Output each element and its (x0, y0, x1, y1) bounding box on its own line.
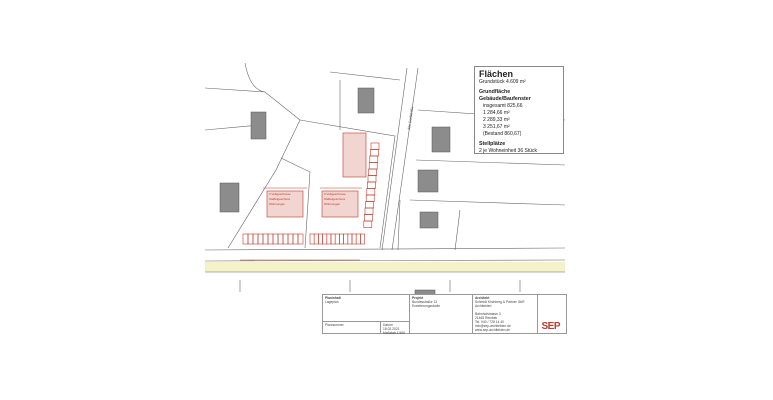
legend-parking-heading: Stellplätze (479, 141, 506, 147)
parking-stall (347, 233, 353, 245)
parking-stall (368, 162, 378, 170)
legend-item: (Bestand 860,67) (483, 131, 522, 137)
parking-stall (370, 149, 379, 157)
parking-stall (330, 233, 336, 245)
legend-parking-text: 2 je Wohneinheit 36 Stück (479, 148, 538, 154)
building-label: 3 Vollgeschosse (324, 192, 346, 196)
parking-stall (364, 207, 374, 215)
architect-line: www.sep-architekten.de (475, 328, 511, 333)
parking-stall (313, 233, 319, 245)
existing-building (357, 87, 375, 114)
project-line: Bundesstraße 13 (412, 300, 438, 305)
parking-stall (257, 233, 264, 245)
parking-stall (364, 214, 373, 222)
parking-stall (318, 233, 323, 245)
scale-value: 1:500 (396, 331, 406, 336)
existing-building (250, 111, 267, 140)
existing-building (431, 126, 451, 153)
scale-label: Maßstab (383, 331, 396, 336)
project-line: Erweiterungsstudie (412, 304, 441, 309)
parking-stall (322, 233, 328, 245)
parking-stall (367, 181, 376, 189)
building-label: Staffelgeschoss (324, 197, 346, 201)
road-band (205, 262, 565, 272)
architect-line: info@sep-architekten.de (475, 324, 511, 329)
architect-label: Architekt (475, 296, 490, 300)
parking-stall (326, 233, 332, 245)
parking-stall (370, 142, 380, 150)
new-building-east (321, 190, 359, 218)
parking-rows (242, 142, 380, 245)
parking-stall (363, 220, 373, 228)
building-label: Staffelgeschoss (269, 197, 291, 201)
architect-line: Architekten (475, 304, 492, 309)
parking-stall (365, 201, 374, 209)
legend-item: 3 251,67 m² (483, 124, 510, 130)
parking-stall (368, 168, 377, 176)
parking-stall (355, 233, 361, 245)
building-label: 3 Vollgeschosse (269, 192, 291, 196)
area-legend: Flächen Grundstück 4.609 m² Grundfläche … (474, 66, 564, 154)
architect-line: Tel. 040 / 728 14 40 (475, 320, 504, 325)
parking-stall (242, 233, 249, 245)
architect-line: 21465 Reinbek (475, 315, 498, 320)
parking-stall (343, 233, 349, 245)
legend-item: 2 289,33 m² (483, 117, 510, 123)
legend-plot-area: Grundstück 4.609 m² (479, 79, 526, 85)
legend-item: insgesamt 825,66 (483, 103, 523, 109)
building-label: Wohnungen (269, 202, 285, 206)
building-label: Wohnungen (324, 202, 340, 206)
architect-line: Schmidt Kirchberg & Partner GbR (475, 300, 525, 305)
existing-building (219, 182, 240, 213)
parking-stall (309, 233, 315, 245)
legend-item: 1 284,66 m² (483, 110, 510, 116)
parking-stall (351, 233, 357, 245)
parking-stall (339, 233, 344, 245)
parking-stall (287, 233, 294, 245)
title-block: Planinhalt Lageplan Plannummer Datum 18.… (322, 294, 567, 336)
parking-stall (292, 233, 299, 245)
parking-stall (282, 233, 289, 245)
plan-number-label: Plannummer (325, 323, 344, 327)
project-label: Projekt (412, 296, 424, 300)
date-label: Datum (383, 323, 393, 327)
parking-stall (267, 233, 274, 245)
legend-building-heading: Grundfläche Gebäude/Baufenster (479, 89, 531, 102)
parking-stall (360, 233, 365, 245)
parking-stall (369, 155, 379, 163)
sep-logo: SEP (541, 320, 560, 332)
new-building-west (266, 190, 304, 218)
parking-stall (365, 194, 375, 202)
street-label: Alte Dorfstraße (407, 106, 414, 130)
parking-stall (366, 188, 376, 196)
date-value: 18.02.2021 (383, 327, 400, 332)
existing-building (417, 169, 439, 193)
parking-stall (367, 175, 377, 183)
existing-building (419, 211, 439, 229)
new-building-north (342, 132, 367, 178)
parking-stall (252, 233, 259, 245)
parking-stall (262, 233, 269, 245)
parking-stall (247, 233, 254, 245)
parking-stall (334, 233, 340, 245)
architect-line: Bahnhofstrasse 3 (475, 311, 501, 316)
content-label: Planinhalt (325, 296, 341, 300)
parking-stall (277, 233, 284, 245)
parking-stall (272, 233, 279, 245)
content-value: Lageplan (325, 300, 339, 305)
parking-stall (297, 233, 304, 245)
legend-title: Flächen (479, 69, 514, 79)
